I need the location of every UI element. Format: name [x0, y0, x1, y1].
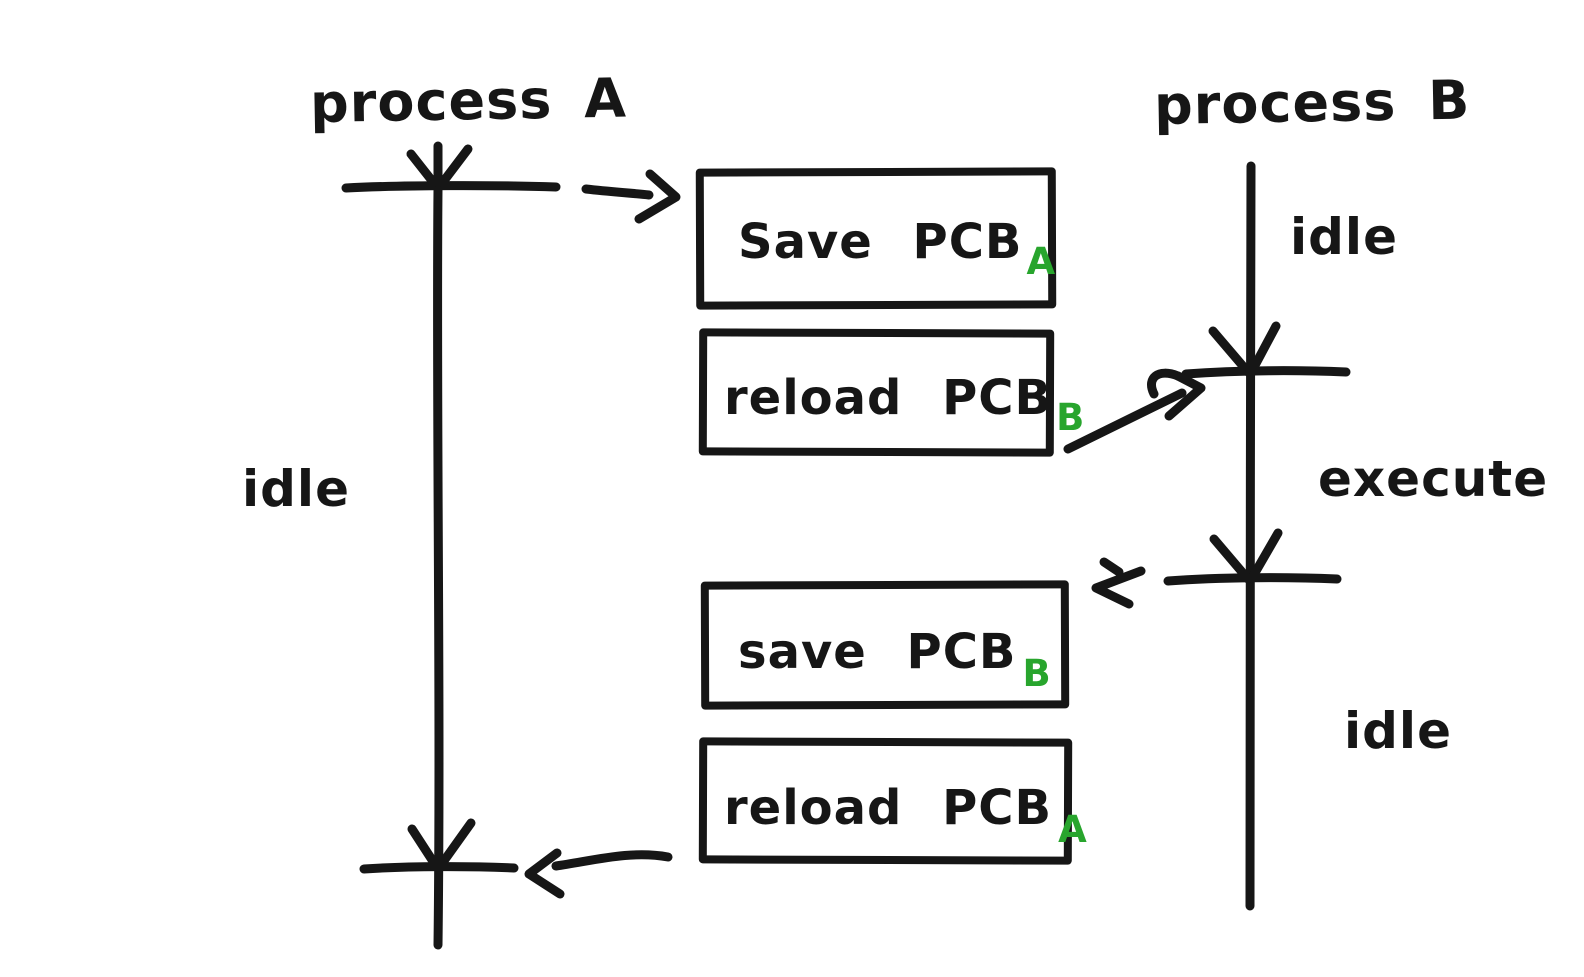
timeline-tick-b-low	[1163, 573, 1342, 586]
arrow-reload-pcbb-to-b-head	[1164, 371, 1206, 421]
arrow-reload-pcbb-to-b-head-curl	[1147, 368, 1183, 399]
arrowhead-down-right-wing-b-low	[1247, 528, 1283, 583]
arrow-b-to-save-pcbb-dash	[1099, 557, 1124, 577]
execute-label-b: execute	[1318, 450, 1548, 508]
timeline-tick-a-bottom	[359, 862, 519, 874]
arrowhead-down-right-wing-a-top	[435, 144, 473, 191]
arrowhead-down-left-wing-b-mid	[1208, 326, 1253, 377]
save-pcb-a-box	[695, 167, 1057, 310]
arrowhead-down-left-wing-b-low	[1209, 534, 1253, 584]
reload-pcb-a-label-subscript: A	[1058, 808, 1088, 851]
reload-pcb-a-label-text: reload PCB	[724, 780, 1052, 836]
step-boxes	[695, 167, 1073, 865]
idle-label-b-top: idle	[1290, 208, 1398, 266]
reload-pcb-b-box	[698, 328, 1055, 457]
arrow-a-to-save-pcba-head	[634, 169, 681, 224]
process-a-lifeline	[341, 141, 561, 950]
lifeline-b	[1245, 161, 1256, 911]
reload-pcb-a-box	[698, 737, 1073, 865]
save-pcb-b-box	[700, 580, 1070, 710]
arrowhead-down-right-wing-a-bottom	[436, 818, 476, 870]
timeline-tick-b-mid	[1181, 366, 1351, 379]
arrow-reload-pcbb-to-b-shaft	[1063, 388, 1187, 454]
idle-label-a: idle	[242, 460, 350, 518]
reload-pcb-b-label-text: reload PCB	[724, 370, 1052, 426]
save-pcb-b-label-subscript: B	[1023, 652, 1052, 695]
arrow-b-to-save-pcbb-head	[1091, 566, 1146, 609]
process-b-title: process B	[1154, 69, 1471, 138]
arrow-reload-pcba-to-a-shaft	[551, 850, 673, 871]
reload-pcb-b-label-subscript: B	[1056, 396, 1085, 439]
arrow-reload-pcba-to-a-head	[524, 848, 565, 899]
arrow-a-to-save-pcba-shaft	[581, 184, 654, 200]
process-a-title: process A	[309, 67, 627, 136]
save-pcb-a-label-text: Save PCB	[738, 214, 1023, 270]
arrowhead-down-left-wing-a-bottom	[407, 824, 441, 871]
arrowhead-down-right-wing-b-mid	[1247, 321, 1281, 376]
idle-label-b-bottom: idle	[1344, 702, 1452, 760]
timeline-tick-a-top	[341, 181, 561, 193]
process-b-lifeline	[1163, 161, 1351, 911]
save-pcb-b-label-text: save PCB	[738, 624, 1017, 680]
connector-arrows	[524, 169, 1206, 899]
save-pcb-a-label-subscript: A	[1027, 240, 1057, 283]
lifeline-a	[433, 185, 444, 950]
